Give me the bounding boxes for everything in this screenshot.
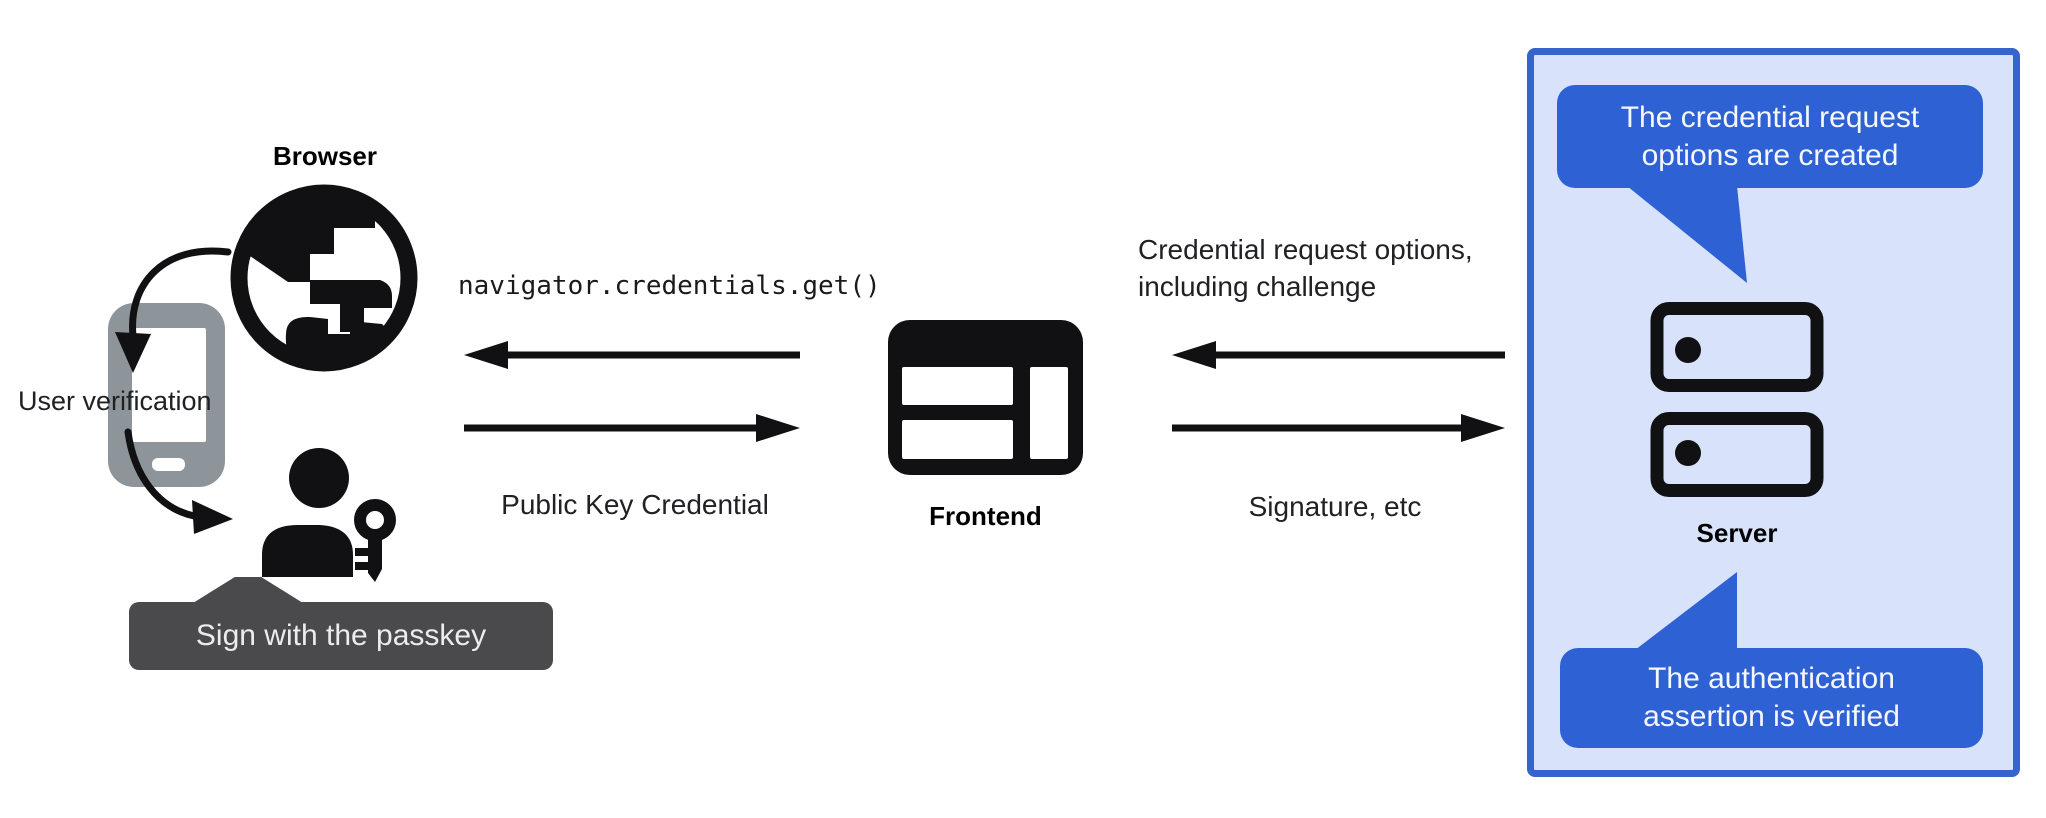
credential-request-options-line2: including challenge bbox=[1138, 271, 1377, 302]
frontend-label: Frontend bbox=[929, 501, 1042, 531]
callout-tail-bottom bbox=[1635, 572, 1737, 650]
curved-arrow-browser-to-phone bbox=[115, 247, 232, 373]
globe-icon bbox=[230, 184, 418, 372]
callout-tail-top bbox=[1627, 186, 1747, 283]
credential-request-options-line1: Credential request options, bbox=[1138, 234, 1473, 265]
user-with-passkey-icon bbox=[262, 448, 396, 582]
arrow-frontend-to-browser bbox=[464, 341, 800, 369]
person-icon bbox=[262, 448, 353, 577]
arrow-browser-to-frontend bbox=[464, 414, 800, 442]
navigator-credentials-call-label: navigator.credentials.get() bbox=[458, 271, 881, 301]
frontend-icon bbox=[888, 320, 1083, 475]
callout-assertion-verified-line1: The authentication bbox=[1648, 662, 1895, 695]
user-verification-label: User verification bbox=[18, 386, 212, 416]
arrow-frontend-to-server bbox=[1172, 414, 1505, 442]
server-icon bbox=[1650, 302, 1824, 497]
signature-label: Signature, etc bbox=[1248, 491, 1422, 522]
server-label: Server bbox=[1696, 518, 1778, 548]
curved-arrow-phone-to-user bbox=[124, 428, 233, 534]
passkey-tooltip: Sign with the passkey bbox=[129, 602, 553, 670]
callout-assertion-verified-line2: assertion is verified bbox=[1643, 700, 1900, 733]
callout-request-created-line1: The credential request bbox=[1620, 100, 1920, 134]
callout-assertion-verified: The authentication assertion is verified bbox=[1560, 648, 1983, 748]
public-key-credential-label: Public Key Credential bbox=[501, 489, 769, 520]
callout-request-created: The credential request options are creat… bbox=[1557, 85, 1983, 188]
arrow-server-to-frontend bbox=[1172, 341, 1505, 369]
browser-label: Browser bbox=[272, 141, 378, 171]
key-icon bbox=[354, 499, 396, 582]
callout-request-created-line2: options are created bbox=[1641, 138, 1899, 172]
passkey-tooltip-text: Sign with the passkey bbox=[195, 619, 487, 652]
